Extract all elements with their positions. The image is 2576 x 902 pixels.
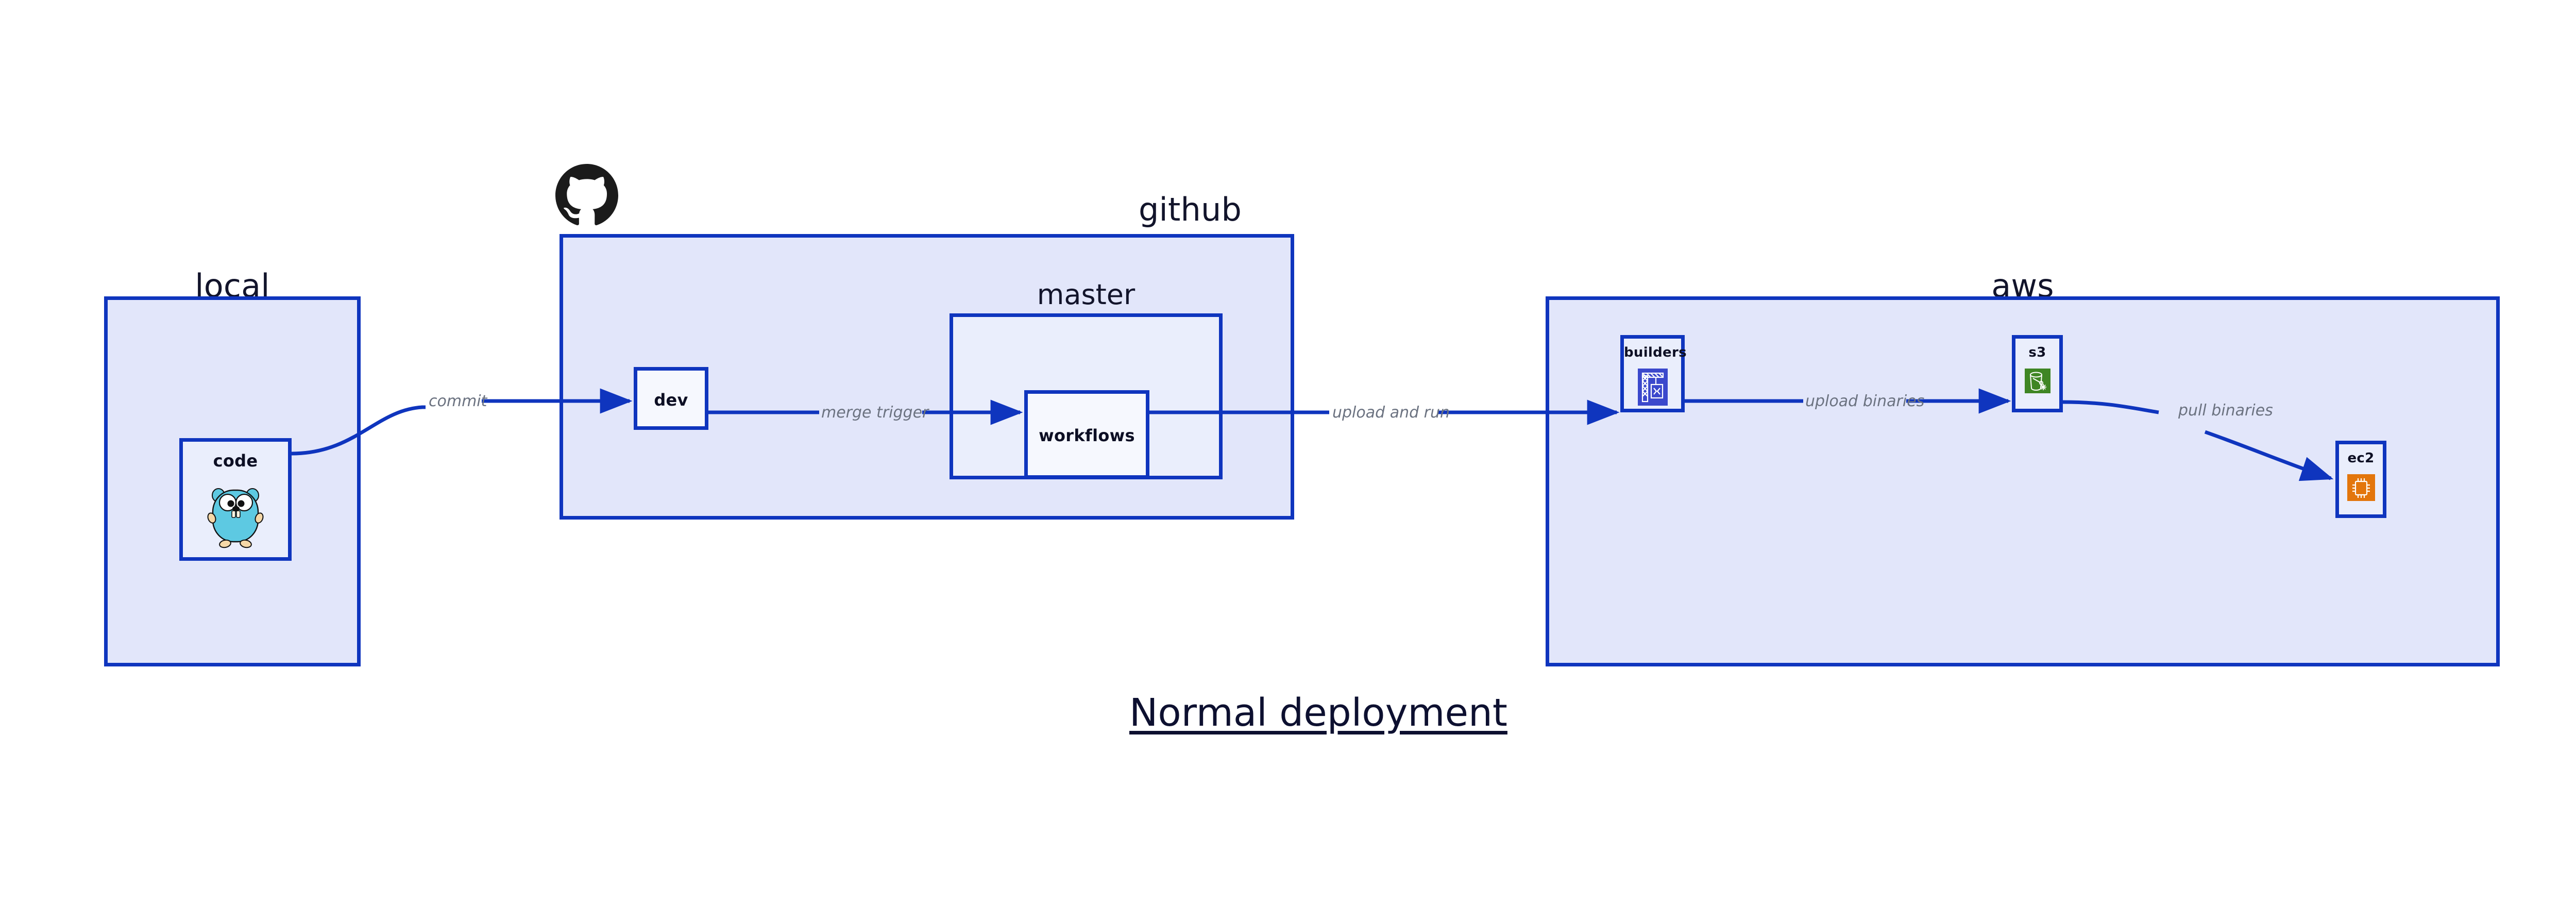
edge-label-merge-trigger: merge trigger — [821, 404, 929, 422]
node-s3-label: s3 — [2028, 345, 2046, 360]
edge-label-upload-binaries: upload binaries — [1805, 392, 1925, 410]
node-code[interactable]: code — [179, 438, 292, 561]
node-dev-label: dev — [654, 390, 688, 410]
node-workflows-label: workflows — [1039, 426, 1135, 445]
aws-ec2-icon — [2347, 474, 2375, 501]
node-code-label: code — [213, 451, 258, 471]
group-label-github: github — [1138, 191, 1242, 228]
node-workflows[interactable]: workflows — [1024, 390, 1149, 479]
node-s3[interactable]: s3 — [2012, 335, 2063, 412]
aws-s3-icon — [2024, 369, 2050, 393]
github-octocat-icon — [555, 164, 618, 227]
node-builders-label: builders — [1624, 345, 1687, 360]
node-ec2[interactable]: ec2 — [2335, 441, 2386, 518]
edge-label-pull-binaries: pull binaries — [2178, 402, 2273, 420]
diagram-title: Normal deployment — [1129, 691, 1507, 735]
edge-label-upload-and-run: upload and run — [1332, 404, 1450, 422]
edge-label-commit: commit — [429, 392, 487, 410]
aws-codebuild-icon — [1637, 369, 1668, 406]
node-ec2-label: ec2 — [2347, 450, 2375, 466]
go-gopher-icon — [205, 482, 266, 549]
node-builders[interactable]: builders — [1620, 335, 1687, 412]
node-dev[interactable]: dev — [634, 367, 708, 430]
subgroup-label-master: master — [1037, 278, 1136, 311]
